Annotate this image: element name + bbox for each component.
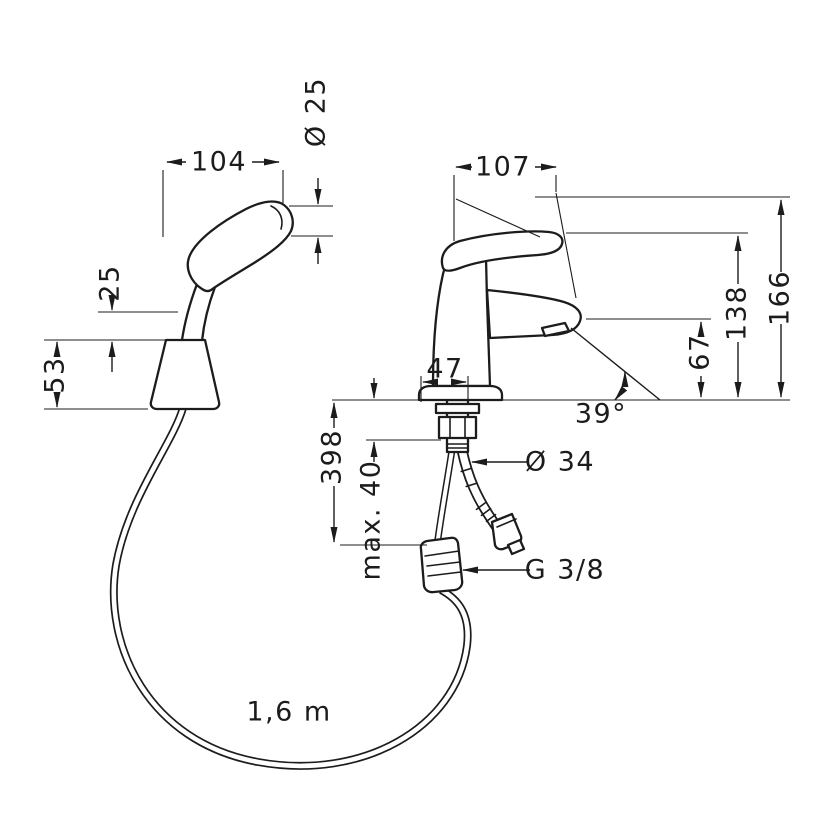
angle-arc: [614, 371, 629, 401]
mounting-washer: [434, 402, 481, 415]
dim-label-107: 107: [475, 152, 531, 183]
shower-head: [186, 200, 294, 293]
dim-label-dia25: Ø 25: [301, 77, 332, 147]
dim-label-104: 104: [191, 147, 247, 178]
dim-label-39deg: 39°: [575, 399, 627, 430]
faucet-mounting: [434, 398, 481, 454]
dim-label-max40: max. 40: [356, 460, 387, 581]
faucet-base-escutcheon: [417, 384, 504, 402]
faucet: [417, 230, 582, 402]
shower-nozzle-face: [270, 205, 283, 230]
dim-label-398: 398: [317, 429, 348, 485]
angle-flow-line: [570, 327, 661, 401]
mounting-nut: [437, 415, 478, 440]
hand-shower: [149, 200, 294, 411]
dim-label-138: 138: [722, 285, 753, 341]
dimension-lines: [44, 158, 790, 574]
shower-hose: [109, 406, 472, 770]
dimension-labels: 104 Ø 25 25 53 107 166 138 67 47 39° 398…: [40, 77, 796, 728]
shower-holder-cone: [149, 338, 221, 411]
spout-aerator: [540, 321, 571, 338]
shower-handle-right-edge: [200, 285, 217, 343]
dim-label-67: 67: [685, 333, 716, 370]
faucet-lever: [440, 230, 564, 272]
elbow-fitting-nut-lines: [424, 550, 462, 577]
dim-label-dia34: Ø 34: [525, 447, 595, 478]
shower-handle-left-edge: [180, 282, 199, 342]
dim-label-166: 166: [765, 270, 796, 326]
shower-hose-connection: [419, 449, 464, 594]
supply-hose: [456, 448, 526, 556]
dim-label-hose-length: 1,6 m: [246, 697, 331, 728]
dim-label-53: 53: [40, 356, 71, 393]
dim-label-47: 47: [426, 354, 463, 385]
dim-label-25: 25: [95, 264, 126, 301]
dim-label-g38: G 3/8: [525, 555, 605, 586]
supply-hose-tip: [506, 538, 526, 556]
